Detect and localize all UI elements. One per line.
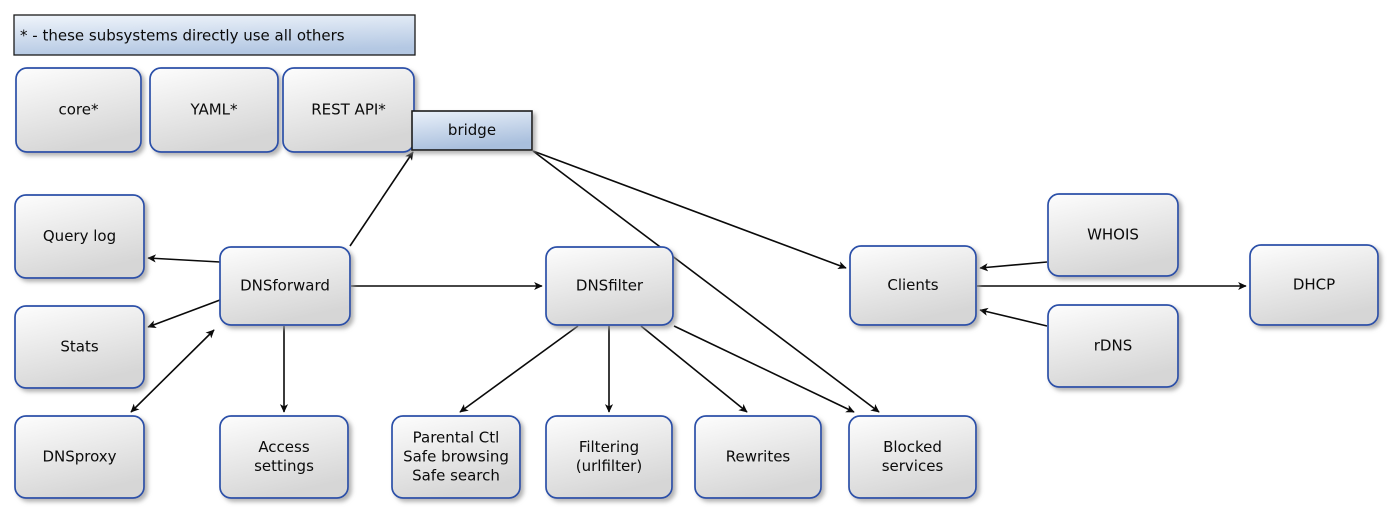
node-box-dhcp[interactable]	[1249, 244, 1379, 326]
node-box-querylog[interactable]	[14, 194, 145, 279]
node-querylog[interactable]: Query log	[14, 194, 145, 279]
edge-dnsforward-querylog	[147, 254, 221, 263]
node-box-filtering[interactable]	[545, 415, 673, 499]
node-whois[interactable]: WHOIS	[1047, 193, 1179, 277]
edge-whois-clients	[979, 261, 1048, 272]
node-dnsforward[interactable]: DNSforward	[219, 246, 351, 326]
node-dnsfilter[interactable]: DNSfilter	[545, 246, 674, 326]
legend-layer: * - these subsystems directly use all ot…	[13, 14, 416, 56]
node-core[interactable]: core*	[15, 67, 142, 153]
node-box-stats[interactable]	[14, 305, 145, 389]
node-box-dnsfilter[interactable]	[545, 246, 674, 326]
node-box-dnsproxy[interactable]	[14, 415, 145, 499]
node-dnsproxy[interactable]: DNSproxy	[14, 415, 145, 499]
legend-note: * - these subsystems directly use all ot…	[13, 14, 416, 56]
node-box-parentalctl[interactable]	[391, 415, 521, 499]
node-rdns[interactable]: rDNS	[1047, 304, 1179, 388]
node-restapi[interactable]: REST API*	[282, 67, 415, 153]
node-dhcp[interactable]: DHCP	[1249, 244, 1379, 326]
node-box-core[interactable]	[15, 67, 142, 153]
node-filtering[interactable]: Filtering(urlfilter)	[545, 415, 673, 499]
edge-rdns-clients	[979, 307, 1048, 327]
edge-dnsfilter-parentalctl	[459, 325, 579, 413]
node-box-yaml[interactable]	[149, 67, 279, 153]
node-box-dnsforward[interactable]	[219, 246, 351, 326]
edge-dnsforward-stats	[147, 299, 221, 329]
node-box-whois[interactable]	[1047, 193, 1179, 277]
node-box-blockedservices[interactable]	[848, 415, 977, 499]
node-clients[interactable]: Clients	[849, 245, 977, 326]
node-box-rdns[interactable]	[1047, 304, 1179, 388]
edge-dnsfilter-rewrites	[640, 325, 748, 413]
edge-dnsforward-dnsproxy	[130, 329, 215, 413]
node-box-bridge[interactable]	[411, 110, 533, 151]
node-yaml[interactable]: YAML*	[149, 67, 279, 153]
node-box-accesssettings[interactable]	[219, 415, 349, 499]
node-bridge[interactable]: bridge	[411, 110, 533, 151]
edge-dnsforward-bridge	[349, 151, 414, 247]
node-box-restapi[interactable]	[282, 67, 415, 153]
edges-layer	[130, 150, 1247, 413]
legend-box	[13, 14, 416, 56]
node-stats[interactable]: Stats	[14, 305, 145, 389]
edge-dnsfilter-blockedservices	[673, 325, 855, 413]
node-box-clients[interactable]	[849, 245, 977, 326]
edge-bridge-blockedservices	[532, 150, 880, 413]
edge-bridge-clients	[532, 150, 847, 270]
node-rewrites[interactable]: Rewrites	[694, 415, 822, 499]
node-box-rewrites[interactable]	[694, 415, 822, 499]
